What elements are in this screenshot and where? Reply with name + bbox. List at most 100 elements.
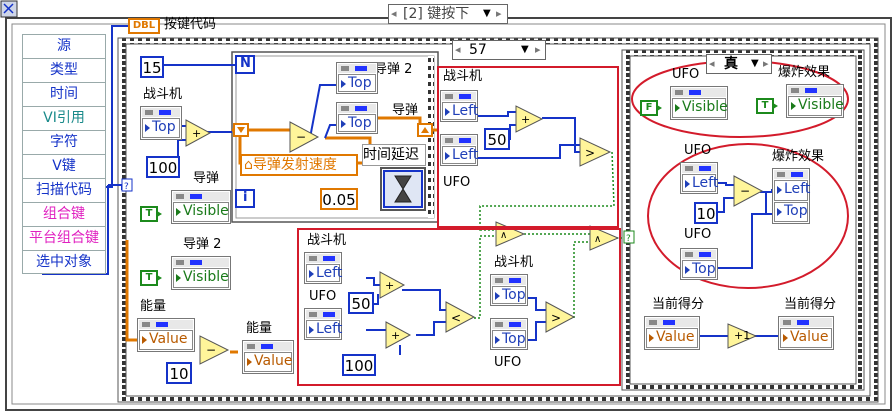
- score-out-node[interactable]: Value: [778, 316, 834, 350]
- svg-text:∧: ∧: [500, 230, 507, 241]
- fighter-top-node[interactable]: Top: [140, 106, 182, 140]
- svg-text:?: ?: [124, 182, 129, 192]
- explosion2-node[interactable]: Left Top: [772, 168, 810, 224]
- key-code-indicator[interactable]: DBL: [128, 18, 160, 34]
- case-prev-icon[interactable]: ◂: [455, 43, 461, 56]
- bool-constant-missile[interactable]: T: [140, 206, 162, 222]
- inner-prev-icon[interactable]: ◂: [709, 57, 715, 70]
- loop-missile-label: 导弹: [392, 103, 419, 118]
- inner-ufo3-top-node[interactable]: Top: [680, 248, 718, 280]
- energy-out-node[interactable]: Value: [242, 340, 294, 374]
- greater-node-red[interactable]: >: [545, 301, 576, 333]
- score-out-prop: Value: [780, 328, 832, 348]
- event-data-item[interactable]: 字符: [22, 130, 106, 154]
- event-selector-label: [2] 键按下: [403, 6, 470, 22]
- loop-missile2-top-prop: Top: [338, 74, 376, 92]
- score-value-node[interactable]: Value: [644, 316, 700, 350]
- loop-missile-top-prop: Top: [338, 114, 376, 132]
- red-fighter-left-node[interactable]: Left: [304, 252, 342, 284]
- inner-dropdown-icon[interactable]: ▼: [751, 58, 759, 69]
- greater-node-middle[interactable]: >: [579, 137, 612, 167]
- energy-value-node[interactable]: Value: [137, 318, 195, 352]
- subtract-node-loop[interactable]: −: [289, 121, 320, 153]
- red-fighter-left-prop: Left: [306, 264, 342, 282]
- event-data-item[interactable]: VI引用: [22, 106, 106, 130]
- red-constant-50[interactable]: 50: [348, 292, 374, 314]
- event-data-item[interactable]: 选中对象: [22, 250, 106, 274]
- event-data-item[interactable]: V键: [22, 154, 106, 178]
- bool-constant-missile2[interactable]: T: [140, 270, 162, 286]
- energy-label: 能量: [140, 299, 167, 314]
- loop-missile2-top-node[interactable]: Top: [336, 62, 378, 94]
- inner-ufo2-left-node[interactable]: Left: [680, 162, 718, 194]
- case-next-icon[interactable]: ▸: [535, 43, 541, 56]
- loop-count-terminal[interactable]: [235, 55, 255, 74]
- explosion2-left-prop: Left: [774, 180, 810, 201]
- red-ufo2-top-node[interactable]: Top: [490, 318, 528, 350]
- increment-label: +1: [734, 329, 751, 342]
- less-node-red[interactable]: <: [445, 301, 476, 333]
- event-selector[interactable]: ◂ [2] 键按下 ▼ ▸: [388, 4, 508, 24]
- and-node-2[interactable]: ∧: [589, 225, 620, 251]
- event-data-item[interactable]: 平台组合键: [22, 226, 106, 250]
- subtract-node-energy[interactable]: −: [199, 335, 230, 365]
- bool-constant-ufo[interactable]: F: [640, 100, 662, 116]
- loop-missile-top-node[interactable]: Top: [336, 102, 378, 134]
- inner-next-icon[interactable]: ▸: [763, 57, 769, 70]
- mid-constant-50[interactable]: 50: [484, 128, 510, 150]
- bool-constant-explosion[interactable]: T: [756, 98, 778, 114]
- inner-case-selector[interactable]: ◂ 真 ▼ ▸: [706, 54, 772, 74]
- missile2-visible-node[interactable]: Visible: [171, 256, 231, 290]
- explosion-visible-prop: Visible: [788, 96, 844, 116]
- scan-code-terminal: [121, 178, 133, 192]
- explosion-label: 爆炸效果: [778, 65, 831, 80]
- case-dropdown-icon[interactable]: ▼: [521, 44, 529, 55]
- increment-node[interactable]: [727, 323, 758, 349]
- constant-15[interactable]: 15: [140, 56, 164, 78]
- highlight-box-middle: [437, 66, 619, 228]
- constant-10[interactable]: 10: [166, 362, 192, 384]
- subtract-node-inner[interactable]: −: [733, 175, 764, 207]
- red-fighter2-top-node[interactable]: Top: [490, 274, 528, 306]
- red-ufo2-top-prop: Top: [492, 330, 526, 348]
- dropdown-arrow-icon[interactable]: ▼: [483, 8, 491, 19]
- missile-visible-node[interactable]: Visible: [171, 190, 231, 224]
- svg-text:∧: ∧: [594, 234, 601, 245]
- prev-arrow-icon[interactable]: ◂: [391, 7, 397, 20]
- energy-out-label: 能量: [246, 321, 273, 336]
- red-fighter-label: 战斗机: [307, 233, 347, 248]
- event-data-item[interactable]: 扫描代码: [22, 178, 106, 202]
- add-node-red-1[interactable]: +: [379, 271, 406, 299]
- inner-ufo3-top-prop: Top: [682, 260, 716, 278]
- svg-text:−: −: [206, 343, 216, 357]
- constant-100[interactable]: 100: [146, 156, 180, 178]
- missile-speed-local[interactable]: ⌂导弹发射速度: [240, 154, 358, 176]
- case-selector[interactable]: ◂ 57 ▼ ▸: [452, 40, 546, 60]
- energy-out-prop: Value: [244, 352, 292, 372]
- inner-constant-10[interactable]: 10: [694, 202, 718, 224]
- next-arrow-icon[interactable]: ▸: [496, 7, 502, 20]
- event-data-item[interactable]: 类型: [22, 58, 106, 82]
- event-data-item[interactable]: 组合键: [22, 202, 106, 226]
- case-selector-terminal: [623, 230, 635, 244]
- event-data-item[interactable]: 时间: [22, 82, 106, 106]
- add-node-red-2[interactable]: +: [385, 321, 412, 349]
- mid-fighter-left-node-2[interactable]: Left: [440, 134, 478, 166]
- svg-text:+: +: [192, 127, 201, 140]
- fighter-top-prop: Top: [142, 118, 180, 138]
- mid-fighter-left-node-1[interactable]: Left: [440, 90, 478, 122]
- event-data-item[interactable]: 源: [22, 34, 106, 58]
- red-ufo-left-node[interactable]: Left: [304, 308, 342, 340]
- indicator-type-tag: DBL: [132, 20, 156, 31]
- svg-text:+: +: [521, 113, 530, 126]
- add-node-middle[interactable]: +: [515, 105, 544, 133]
- red-constant-100[interactable]: 100: [342, 354, 376, 376]
- explosion-visible-node[interactable]: Visible: [786, 84, 844, 118]
- inner-ufo-visible-node[interactable]: Visible: [670, 86, 728, 120]
- delay-constant[interactable]: 0.05: [320, 188, 358, 210]
- score-label: 当前得分: [652, 297, 705, 312]
- inner-ufo2-left-prop: Left: [682, 174, 718, 192]
- add-node-left[interactable]: +: [185, 119, 212, 147]
- mid-fighter-label: 战斗机: [443, 69, 483, 84]
